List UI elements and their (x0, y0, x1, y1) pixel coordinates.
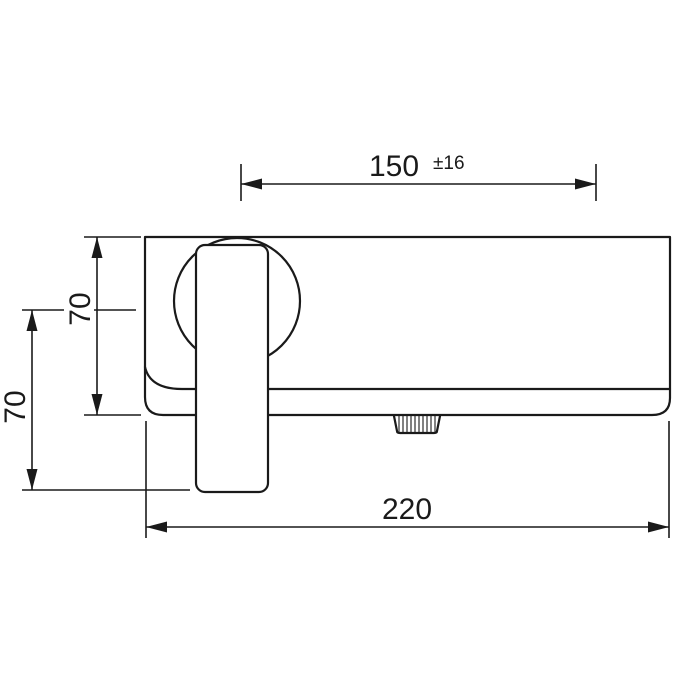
body-front-edge (143, 365, 672, 391)
arrowhead-down-icon (26, 469, 38, 490)
outlet-outline (392, 414, 442, 435)
label-background (64, 283, 94, 335)
arrowhead-left-icon (146, 521, 167, 533)
dim-spacing-value: 150 (369, 150, 419, 183)
dimension-handle-height: 70 (0, 309, 190, 491)
lever-handle (194, 243, 270, 494)
arrowhead-left-icon (241, 178, 262, 190)
arrowhead-down-icon (91, 394, 103, 415)
arrowhead-up-icon (91, 237, 103, 258)
dim-spacing-tolerance: ±16 (433, 153, 465, 174)
dim-overall-width-value: 220 (382, 493, 432, 526)
thread-hatching-icon (398, 416, 436, 433)
outlet-connector (392, 414, 442, 435)
dimension-spacing: 150 ±16 (240, 150, 597, 201)
arrowhead-right-icon (575, 178, 596, 190)
arrowhead-up-icon (26, 310, 38, 331)
dim-body-height-value: 70 (64, 292, 97, 325)
dim-handle-height-value: 70 (0, 390, 32, 423)
dimension-body-height: 70 (64, 236, 141, 416)
dimension-overall-width: 220 (145, 421, 670, 538)
arrowhead-right-icon (648, 521, 669, 533)
